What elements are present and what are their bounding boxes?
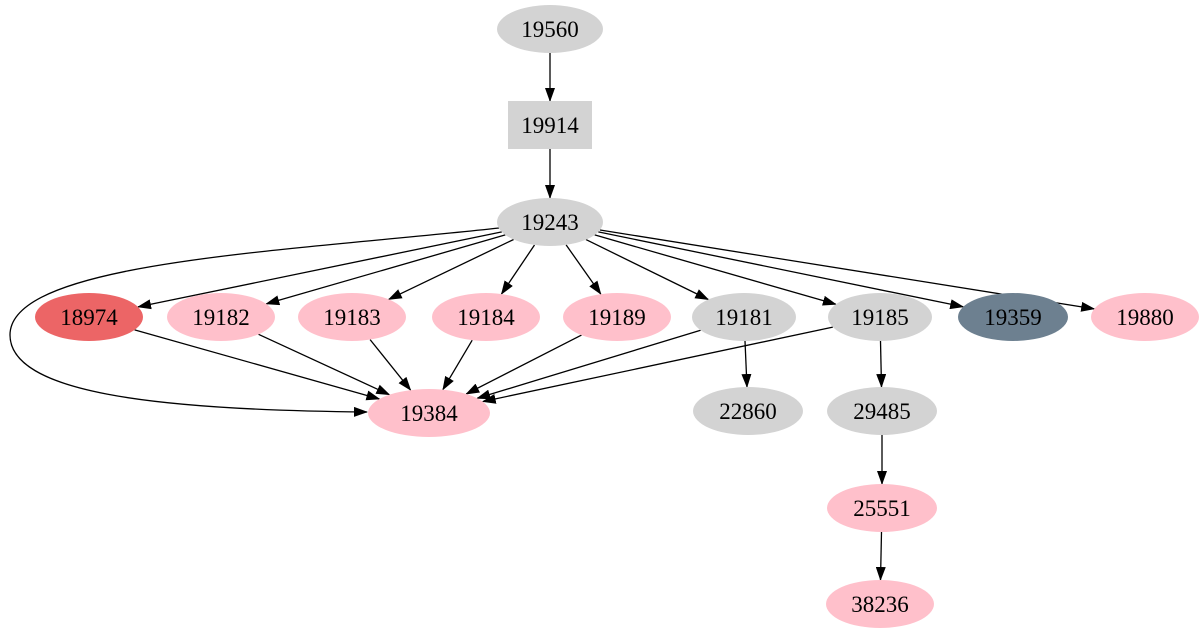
- node-ellipse-shape: [1091, 293, 1199, 341]
- graph-node-18974: 18974: [35, 293, 143, 341]
- node-label: 18974: [60, 305, 118, 330]
- graph-node-19880: 19880: [1091, 293, 1199, 341]
- graph-node-19181: 19181: [692, 293, 796, 341]
- node-label: 19189: [588, 305, 646, 330]
- node-ellipse-shape: [167, 293, 275, 341]
- graph-node-25551: 25551: [827, 484, 937, 532]
- graph-nodes-layer: 19560 19914 19243 18974 19182 19183 19184 19189…: [35, 5, 1199, 628]
- graph-edge-19243-19182: [265, 234, 506, 306]
- graph-node-19560: 19560: [497, 5, 603, 53]
- graph-node-19243: 19243: [497, 198, 603, 246]
- node-ellipse-shape: [693, 387, 803, 435]
- node-box-shape: [508, 101, 592, 149]
- graph-node-19384: 19384: [368, 389, 490, 437]
- graph-node-22860: 22860: [693, 387, 803, 435]
- graph-edge-19243-19359: [598, 231, 965, 310]
- graph-edge-19183-19384: [369, 339, 412, 391]
- node-ellipse-shape: [432, 293, 540, 341]
- graph-edge-19243-19384: [9, 227, 500, 417]
- graph-edge-19181-19384: [476, 329, 701, 400]
- node-ellipse-shape: [827, 387, 937, 435]
- node-label: 19182: [192, 305, 250, 330]
- graph-node-19189: 19189: [563, 293, 671, 341]
- graph-edge-19185-19384: [481, 326, 833, 404]
- node-label: 19359: [984, 305, 1042, 330]
- graph-edge-25551-38236: [875, 531, 886, 581]
- node-ellipse-shape: [497, 5, 603, 53]
- node-label: 19243: [521, 210, 579, 235]
- graph-node-19359: 19359: [958, 293, 1068, 341]
- graph-edges-layer: [9, 53, 1096, 581]
- graph-edge-19184-19384: [442, 339, 473, 391]
- graph-node-19184: 19184: [432, 293, 540, 341]
- node-ellipse-shape: [958, 293, 1068, 341]
- node-ellipse-shape: [563, 293, 671, 341]
- node-ellipse-shape: [368, 389, 490, 437]
- node-label: 19914: [521, 113, 579, 138]
- graph-node-19183: 19183: [298, 293, 406, 341]
- graph-edge-19243-19189: [565, 244, 602, 295]
- graph-node-19182: 19182: [167, 293, 275, 341]
- node-ellipse-shape: [827, 484, 937, 532]
- node-label: 19181: [715, 305, 773, 330]
- node-label: 19183: [323, 305, 381, 330]
- node-label: 22860: [719, 399, 777, 424]
- node-ellipse-shape: [826, 580, 934, 628]
- node-label: 19560: [521, 17, 579, 42]
- graph-edge-19243-19184: [500, 244, 536, 295]
- node-ellipse-shape: [497, 198, 603, 246]
- graph-node-38236: 38236: [826, 580, 934, 628]
- graph-node-19185: 19185: [828, 293, 932, 341]
- node-label: 19880: [1116, 305, 1174, 330]
- node-ellipse-shape: [692, 293, 796, 341]
- node-ellipse-shape: [35, 293, 143, 341]
- graph-edge-19182-19384: [258, 333, 391, 396]
- node-label: 25551: [853, 496, 911, 521]
- graph-edge-18974-19384: [134, 329, 381, 401]
- graph-node-19914: 19914: [508, 101, 592, 149]
- graph-edge-19181-22860: [741, 340, 752, 388]
- graph-edge-19243-18974: [137, 231, 502, 310]
- node-label: 38236: [851, 592, 909, 617]
- graph-node-29485: 29485: [827, 387, 937, 435]
- node-label: 19184: [457, 305, 515, 330]
- graph-edge-19243-19185: [594, 234, 837, 306]
- graph-edge-19185-29485: [876, 340, 887, 388]
- node-label: 29485: [853, 399, 911, 424]
- node-label: 19185: [851, 305, 909, 330]
- graph-edge-19189-19384: [465, 334, 582, 395]
- node-ellipse-shape: [298, 293, 406, 341]
- graph-edge-19243-19183: [387, 238, 514, 300]
- graph-edge-19243-19181: [585, 239, 710, 301]
- node-ellipse-shape: [828, 293, 932, 341]
- node-label: 19384: [400, 401, 458, 426]
